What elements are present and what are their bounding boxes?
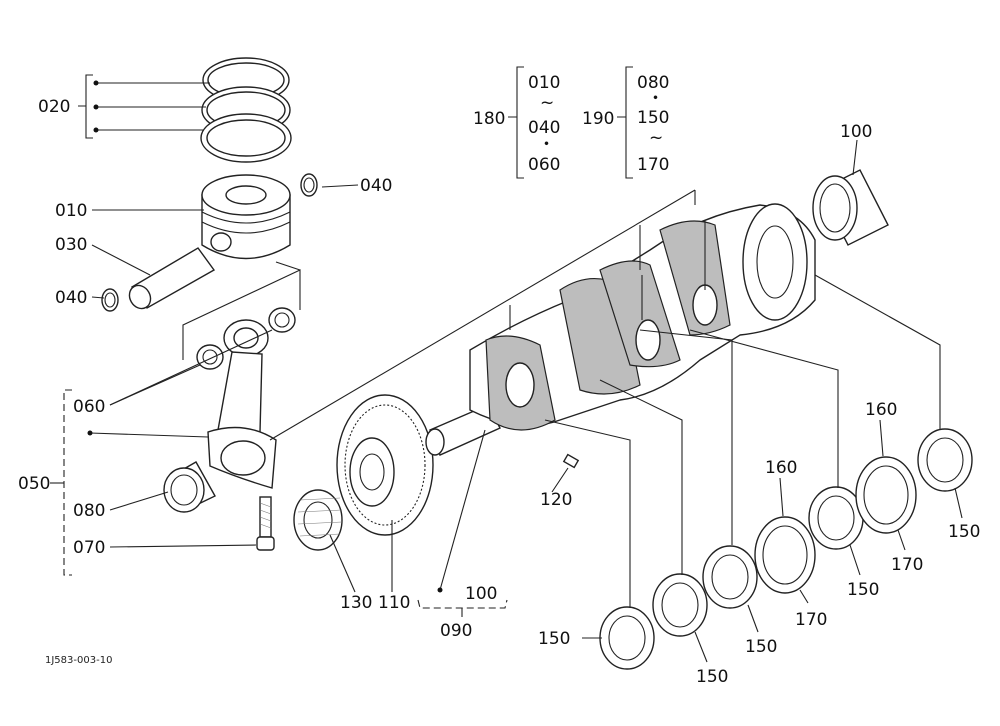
label-130: 130 (340, 593, 372, 613)
connecting-rod (207, 319, 277, 489)
leader-lines (50, 66, 963, 663)
main-bearings (599, 428, 973, 670)
label-160-a: 160 (765, 458, 797, 478)
bushings (196, 307, 296, 370)
thrust-washers (754, 456, 917, 594)
piston-pin (128, 247, 216, 310)
label-110: 110 (378, 593, 410, 613)
label-100-gear: 100 (465, 584, 497, 604)
group-190-second: 150 (637, 108, 669, 128)
group-180-tilde: ~ (540, 93, 554, 113)
group-180-first: 010 (528, 73, 560, 93)
label-010: 010 (55, 201, 87, 221)
group-180-second: 040 (528, 118, 560, 138)
label-050: 050 (18, 474, 50, 494)
large-gear (336, 394, 434, 536)
label-090: 090 (440, 621, 472, 641)
labels: 020 010 030 040 040 060 050 080 070 130 … (18, 73, 980, 687)
label-080: 080 (73, 501, 105, 521)
label-120: 120 (540, 490, 572, 510)
label-160-b: 160 (865, 400, 897, 420)
label-060: 060 (73, 397, 105, 417)
crankshaft (425, 203, 816, 456)
group-190-tilde: ~ (649, 128, 663, 148)
label-170-a: 170 (795, 610, 827, 630)
woodruff-key (562, 453, 580, 469)
group-190-third: 170 (637, 155, 669, 175)
label-180: 180 (473, 109, 505, 129)
crank-gear (293, 489, 343, 551)
drawing-code: 1J583-003-10 (45, 655, 112, 666)
label-150-b: 150 (696, 667, 728, 687)
circlips (101, 173, 318, 312)
label-150-e: 150 (948, 522, 980, 542)
label-150-a: 150 (538, 629, 570, 649)
label-150-d: 150 (847, 580, 879, 600)
label-170-b: 170 (891, 555, 923, 575)
label-020: 020 (38, 97, 70, 117)
group-180-dot: ・ (538, 135, 555, 155)
label-190: 190 (582, 109, 614, 129)
piston (201, 174, 291, 260)
group-190-first: 080 (637, 73, 669, 93)
piston-rings (200, 57, 292, 163)
label-070: 070 (73, 538, 105, 558)
label-040-left: 040 (55, 288, 87, 308)
group-190-dot: ・ (647, 89, 664, 109)
label-030: 030 (55, 235, 87, 255)
crankpin-bearing (163, 461, 216, 513)
connecting-rod-bolt (256, 496, 275, 551)
label-100-bearing: 100 (840, 122, 872, 142)
label-150-c: 150 (745, 637, 777, 657)
label-040-right: 040 (360, 176, 392, 196)
group-180-third: 060 (528, 155, 560, 175)
rear-main-bearing (812, 169, 889, 246)
